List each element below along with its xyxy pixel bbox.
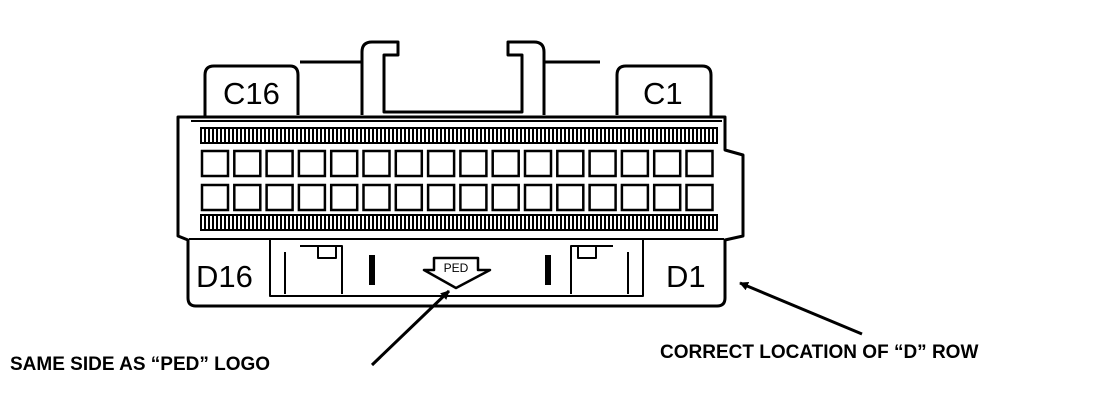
right-callout-text: CORRECT LOCATION OF “D” ROW [660,342,978,363]
pin-cavity [523,149,553,178]
pin-cavity [394,183,424,212]
pin-cavity [491,149,520,178]
pin-cavity [588,183,617,212]
pin-cavity [233,149,262,178]
pin-cavity [200,183,230,212]
pin-cavity [297,183,327,212]
pin-cavity [652,149,682,178]
pin-cavity [200,149,230,178]
pin-cavity [362,149,391,178]
retainer-marks [369,255,551,285]
pin-cavity [394,149,424,178]
pin-cavity [265,183,294,212]
pin-cavity [523,183,553,212]
pin-cavity [620,183,650,212]
pin-cavity [329,183,359,212]
pin-cavity [491,183,520,212]
pin-cavity [652,183,682,212]
pin-cavity [233,183,262,212]
c-row-cavities [200,149,714,178]
pin-cavity [459,183,488,212]
pin-label-d1: D1 [666,259,706,294]
ped-logo-arrow-icon [422,256,492,290]
pin-cavity [459,149,488,178]
pin-label-c1: C1 [643,76,683,111]
pin-cavity [588,149,617,178]
pin-cavity [685,183,714,212]
pin-label-d16: D16 [196,259,253,294]
pin-cavity [265,149,294,178]
pin-cavity [362,183,391,212]
pin-cavity [556,183,585,212]
pin-cavity [329,149,359,178]
lower-ridge [200,214,718,231]
pin-cavity [685,149,714,178]
right-callout-leader [739,281,863,336]
pin-cavity [426,183,456,212]
left-callout-text: SAME SIDE AS “PED” LOGO [10,354,270,375]
left-callout-leader [370,289,451,367]
ped-logo-text: PED [444,261,469,275]
pin-label-c16: C16 [223,76,280,111]
pin-cavity [426,149,456,178]
connector-body [176,40,745,308]
ped-logo: PED [422,256,492,290]
pin-cavity [620,149,650,178]
pin-cavity [297,149,327,178]
pin-cavity [556,149,585,178]
d-row-cavities [200,183,714,212]
upper-ridge [200,127,718,144]
